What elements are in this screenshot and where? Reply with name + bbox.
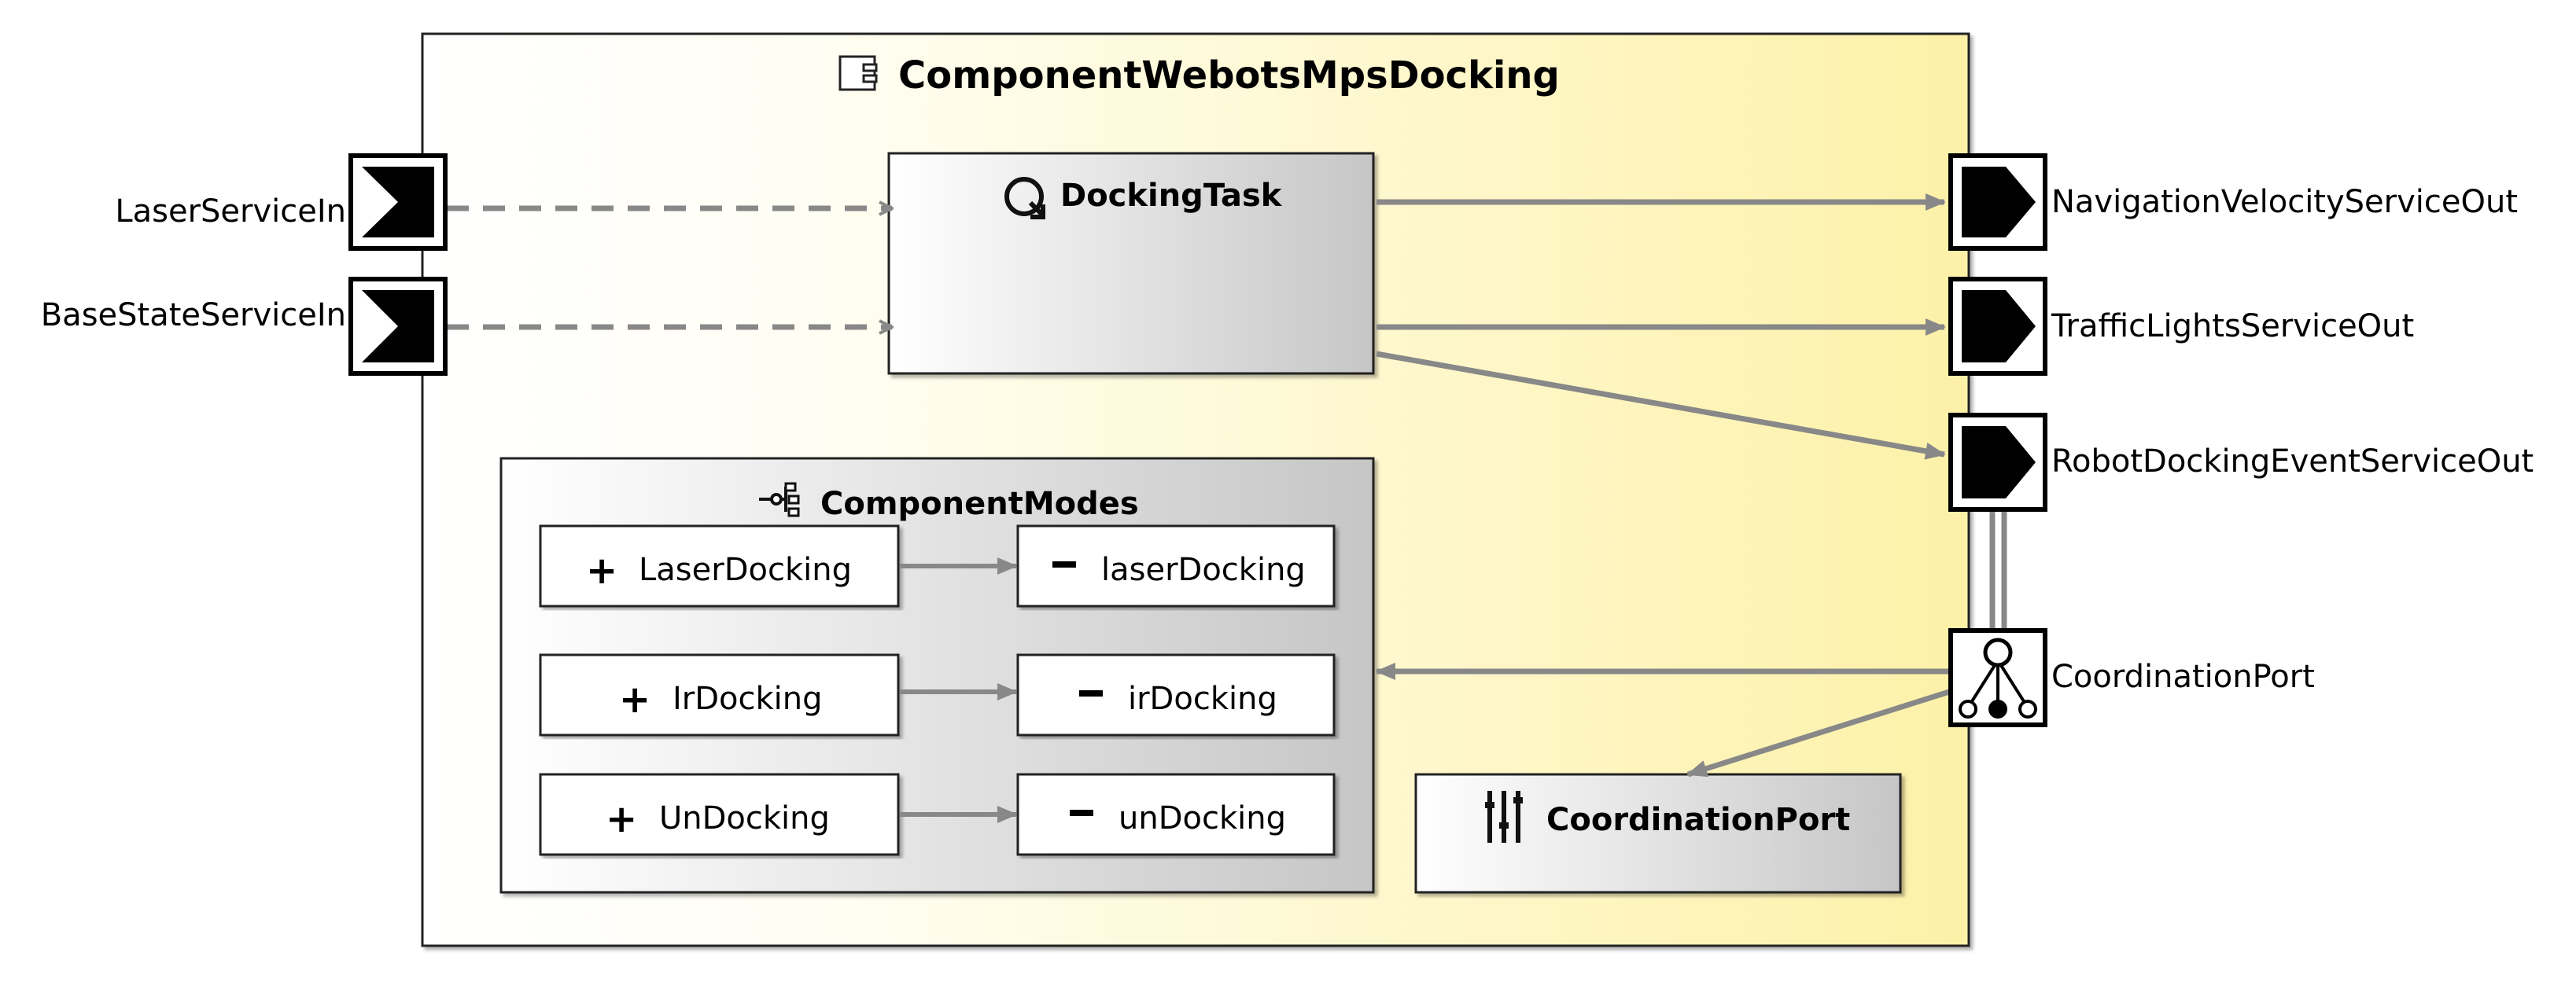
mode-row-1: + LaserDocking laserDocking [539,524,1336,608]
port-label-coordination: CoordinationPort [2051,659,2315,695]
port-traffic-lights-service-out[interactable] [1948,277,2047,376]
port-coordination[interactable] [1948,628,2047,727]
mode-label-laser-docking: LaserDocking [639,552,852,588]
port-navigation-velocity-service-out[interactable] [1948,153,2047,251]
component-icon [838,55,878,91]
port-robot-docking-event-service-out[interactable] [1948,413,2047,512]
connector-task-to-robot-docking-event [1376,351,1946,460]
mode-box-ir-docking[interactable] [539,653,900,737]
minus-icon [1052,561,1076,568]
port-label-laser-service-in: LaserServiceIn [115,193,346,230]
coordination-port-box[interactable] [1414,773,1902,894]
mode-label-ir-docking: IrDocking [673,681,823,717]
mode-box-laser-docking[interactable] [539,524,900,608]
port-laser-service-in[interactable] [348,153,448,251]
modes-tree-icon [759,482,800,517]
action-label-un-docking: unDocking [1118,800,1286,836]
minus-icon [1070,810,1093,816]
docking-task-box[interactable] [887,152,1375,375]
port-label-traffic-lights-service-out: TrafficLightsServiceOut [2051,308,2414,344]
plus-icon: + [586,549,617,593]
action-box-ir-docking[interactable] [1016,653,1336,737]
plus-icon: + [606,797,637,841]
action-label-ir-docking: irDocking [1128,681,1277,717]
task-cycle-icon [1004,177,1045,219]
connector-coordination-to-coordination-box [1686,689,1951,778]
docking-task-title: DockingTask [1060,178,1283,214]
mode-label-un-docking: UnDocking [659,800,830,836]
port-label-base-state-service-in: BaseStateServiceIn [41,297,346,333]
port-label-navigation-velocity-service-out: NavigationVelocityServiceOut [2051,184,2518,220]
mode-row-2: + IrDocking irDocking [539,653,1336,737]
coordination-port-box-title: CoordinationPort [1546,802,1850,838]
port-base-state-service-in[interactable] [348,277,448,376]
mode-box-un-docking[interactable] [539,773,900,856]
component-modes-title: ComponentModes [820,486,1139,522]
plus-icon: + [619,678,650,722]
sliders-icon [1485,791,1523,843]
port-label-robot-docking-event-service-out: RobotDockingEventServiceOut [2051,443,2534,480]
component-title: ComponentWebotsMpsDocking [898,53,1560,97]
mode-row-3: + UnDocking unDocking [539,773,1336,856]
action-label-laser-docking: laserDocking [1101,552,1306,588]
coordination-tree-icon [1959,638,2037,719]
minus-icon [1079,690,1103,697]
